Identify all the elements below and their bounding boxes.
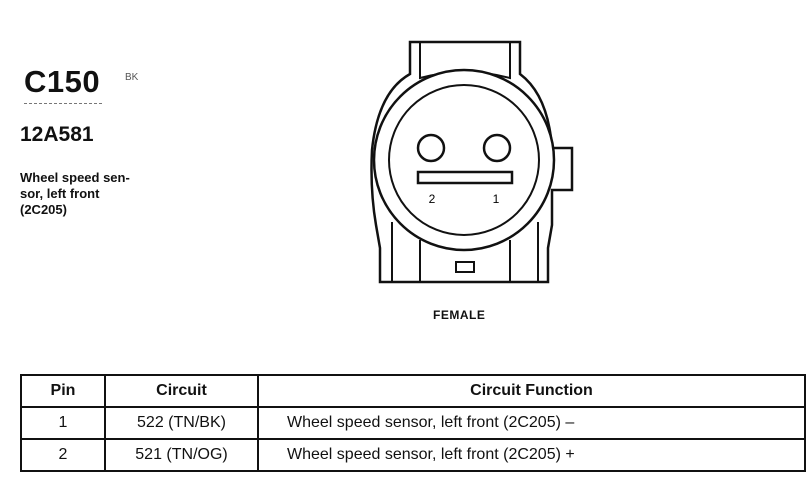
pin-label-2: 2 [429, 192, 436, 206]
header-circuit-function: Circuit Function [257, 374, 806, 408]
pin-label-1: 1 [493, 192, 500, 206]
pin-cavity-1 [482, 133, 512, 163]
connector-id: C150 [24, 64, 101, 99]
connector-color-code: BK [125, 72, 139, 83]
table-row: 2 521 (TN/OG) Wheel speed sensor, left f… [20, 438, 806, 472]
connector-housing [370, 40, 574, 284]
cell-pin: 1 [20, 406, 106, 440]
cell-pin: 2 [20, 438, 106, 472]
cell-circuit: 522 (TN/BK) [104, 406, 259, 440]
cell-function: Wheel speed sensor, left front (2C205) – [257, 406, 806, 440]
connector-gender-label: FEMALE [433, 308, 486, 322]
connector-face-diagram: 2 1 [370, 40, 574, 284]
connector-id-underline [24, 103, 102, 104]
table-row: 1 522 (TN/BK) Wheel speed sensor, left f… [20, 406, 806, 440]
pin-cavity-2 [416, 133, 446, 163]
connector-face-inner [388, 84, 540, 236]
cell-function: Wheel speed sensor, left front (2C205) + [257, 438, 806, 472]
part-number: 12A581 [20, 123, 94, 146]
locking-bar [416, 170, 514, 185]
header-pin: Pin [20, 374, 106, 408]
table-header-row: Pin Circuit Circuit Function [20, 374, 806, 408]
connector-face-outer [372, 68, 556, 252]
cell-circuit: 521 (TN/OG) [104, 438, 259, 472]
key-notch [455, 261, 475, 273]
header-circuit: Circuit [104, 374, 259, 408]
connector-description: Wheel speed sen- sor, left front (2C205) [20, 170, 130, 217]
housing-skirt [391, 222, 539, 282]
pin-table: Pin Circuit Circuit Function 1 522 (TN/B… [20, 374, 806, 472]
